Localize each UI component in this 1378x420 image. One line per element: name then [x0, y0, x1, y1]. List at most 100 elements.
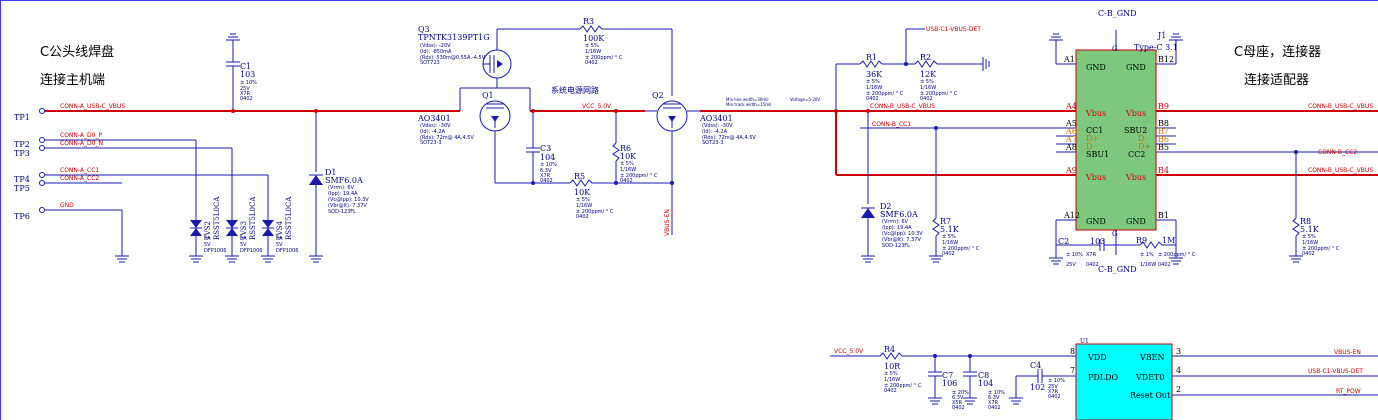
net-connb-cc2: CONN-B_CC2	[1318, 149, 1357, 156]
line-width-2: Min track width=15mil	[726, 102, 771, 107]
r8-value: 5.1K	[1300, 225, 1320, 234]
r8-ref: R8	[1300, 217, 1311, 226]
gnd-d2	[861, 255, 875, 263]
net-connb-vbus-right: CONN-B_USB-C_VBUS	[1308, 103, 1373, 110]
r1-spec-2: ± 200ppm/ ° C	[866, 91, 904, 97]
r1-value: 36K	[866, 70, 883, 79]
pin-b9-name: Vbus	[1125, 109, 1146, 118]
q3-spec-0: (Vdss): -20V	[420, 43, 451, 49]
net-cb-gnd-top: C-B_GND	[1098, 9, 1137, 18]
u1-pin-reset: Reset Out	[1130, 391, 1171, 400]
gnd-c1	[226, 33, 240, 41]
tvs4	[262, 220, 274, 256]
d2-spec-4: SOD-123FL	[882, 243, 910, 249]
pin-a1-name: GND	[1086, 63, 1106, 72]
c8-spec-2: X7R	[988, 400, 999, 406]
c1-capacitor	[226, 40, 240, 113]
gnd-j1-tr	[1169, 33, 1183, 41]
c2-r9-network	[1056, 239, 1176, 251]
gnd-d1	[309, 255, 323, 263]
c3-capacitor	[526, 109, 540, 185]
d2-spec-2: (Vc@Ipp): 10.3V	[882, 231, 923, 237]
left-title-2: 连接主机端	[40, 72, 105, 88]
net-vcc5-bottom: VCC_5.0V	[834, 348, 864, 355]
q2-spec-2: (Rds): 72m@ 4A,4.5V	[702, 135, 756, 141]
net-connb-vbus: CONN-B_USB-C_VBUS	[870, 103, 935, 110]
pin-a6-name: D+	[1086, 134, 1099, 143]
r8-spec-2: ± 200ppm/ ° C	[1302, 246, 1340, 252]
c1-ref: C1	[240, 62, 251, 71]
c3-spec-0: ± 10%	[540, 162, 557, 168]
q3-ref: Q3	[418, 25, 430, 34]
u1-pin-pdldo: PDLDO	[1088, 373, 1119, 382]
q2-spec-1: (Id): -4.2A	[702, 129, 728, 135]
r5-spec-3: 0402	[576, 214, 589, 220]
pin-b1-name: GND	[1126, 217, 1146, 226]
line-width-1: Min line width=30mil	[726, 97, 768, 102]
r9-spec-0: ± 1%	[1140, 252, 1154, 258]
power-net-note: 系统电源网路	[551, 85, 599, 95]
gnd-c4	[1009, 397, 1023, 405]
r6-spec-3: 0402	[620, 178, 633, 184]
j1-pin-g-top: G	[1112, 45, 1118, 53]
gnd-c7	[928, 397, 942, 405]
j1-pin-g-bot: G	[1112, 230, 1118, 238]
pin-a12-name: GND	[1086, 217, 1106, 226]
pin-b7: B7	[1158, 127, 1169, 136]
net-cc2: CONN-A_CC2	[60, 175, 99, 182]
tp5-pad	[39, 180, 45, 186]
r4-value: 10R	[884, 362, 901, 371]
d2-spec-1: (Ipp): 19.4A	[882, 225, 912, 231]
gnd-c8	[963, 397, 977, 405]
j1-ref: J1	[1157, 31, 1166, 40]
tvs3-value: RSST5L0CA	[249, 196, 257, 240]
c3-ref: C3	[540, 144, 551, 153]
c4-spec-2: X7R	[1048, 389, 1059, 395]
test-points: TP1 TP2 TP3 TP4 TP5 TP6	[14, 108, 45, 221]
pin-a7: A7	[1065, 135, 1077, 144]
tvs2-ref: TVS2	[204, 221, 212, 240]
q1-spec-1: (Id): -4.2A	[420, 129, 446, 135]
gnd-tp6	[115, 255, 129, 263]
u1-body	[1075, 343, 1173, 420]
r2-spec-1: 1/16W	[920, 85, 936, 91]
r5-spec-2: ± 200ppm/ ° C	[576, 209, 614, 215]
tp1-pad	[39, 108, 45, 114]
d1-spec-0: (Vrrm): 6V	[328, 185, 355, 191]
r9-spec-1: 1/16W	[1140, 262, 1156, 268]
net-dn: CONN-A_D0_N	[60, 140, 103, 147]
c1-spec-0: ± 10%	[240, 80, 257, 86]
j1-body	[1075, 49, 1157, 231]
q3-spec-3: SOT723	[420, 60, 440, 66]
gnd-tvs4	[261, 255, 275, 263]
r3-resistor	[497, 25, 673, 96]
r1-spec-1: 1/16W	[866, 85, 882, 91]
pin-b6: B6	[1158, 135, 1169, 144]
c7-value: 106	[942, 379, 957, 388]
r3-value: 100K	[583, 34, 605, 43]
right-title-2: 连接适配器	[1244, 72, 1309, 88]
net-conna-vbus: CONN-A_USB-C_VBUS	[60, 103, 125, 110]
d2-ref: D2	[880, 202, 892, 211]
pin-a6: A6	[1065, 127, 1077, 136]
r7-spec-0: ± 5%	[942, 234, 956, 240]
q1-mosfet	[459, 88, 531, 183]
c7-spec-3: 0402	[952, 405, 965, 411]
u1-pin7: 7	[1070, 366, 1075, 375]
r3-ref: R3	[583, 17, 594, 26]
net-vbus-en-right: VBUS-EN	[1334, 349, 1361, 356]
r1-r2-divider	[834, 28, 990, 113]
c4-value: 102	[1030, 383, 1045, 392]
d1-spec-2: (Vc@Ipp): 10.3V	[328, 197, 369, 203]
r3-spec-1: 1/16W	[585, 49, 601, 55]
pin-b5: B5	[1158, 143, 1169, 152]
c4-spec-3: 0402	[1048, 394, 1061, 400]
u1-section	[830, 343, 1378, 420]
net-vcc5: VCC_5.0V	[582, 103, 612, 110]
pin-a9: A9	[1065, 166, 1077, 175]
net-rt-pow: RT_POW	[1336, 388, 1361, 395]
r6-spec-1: 1/16W	[620, 167, 636, 173]
tp4-label: TP4	[14, 175, 30, 184]
u1-pin-vdet0: VDET0	[1135, 373, 1164, 382]
c7-spec-1: 6.3V	[952, 395, 964, 401]
